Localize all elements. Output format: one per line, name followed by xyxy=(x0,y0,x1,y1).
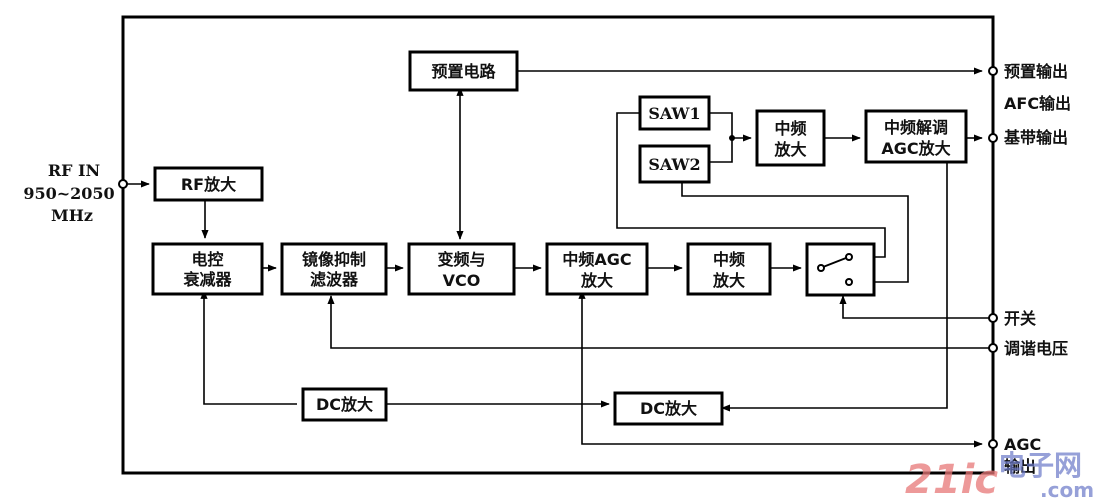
attenuator-block: 电控 衰减器 xyxy=(151,242,264,296)
tuning-voltage-label: 调谐电压 xyxy=(1004,339,1068,358)
if-amp-mid-line2: 放大 xyxy=(712,271,745,290)
attenuator-line1: 电控 xyxy=(191,250,223,269)
image-reject-filter-block: 镜像抑制 滤波器 xyxy=(280,242,388,296)
signal-wires xyxy=(127,67,993,448)
wire-saw-merge xyxy=(709,112,733,163)
if-amp-mid-block: 中频 放大 xyxy=(686,242,772,296)
watermark-logo: 21ic 电子网 .com xyxy=(905,449,1094,500)
baseband-out-terminal xyxy=(988,133,998,143)
agc-out-line1: AGC xyxy=(1004,435,1041,454)
module-outline xyxy=(121,15,995,475)
switch-lever xyxy=(822,257,847,268)
terminals xyxy=(118,66,998,449)
switch-terminal xyxy=(988,313,998,323)
mixer-vco-line2: VCO xyxy=(443,271,481,290)
switch-label: 开关 xyxy=(1004,309,1036,328)
switch-contact-a xyxy=(845,253,853,261)
if-amp-top-line2: 放大 xyxy=(773,140,806,159)
preset-out-terminal xyxy=(988,66,998,76)
wire-switch-saw2 xyxy=(681,182,909,283)
attenuator-line2: 衰减器 xyxy=(182,270,232,289)
saw2-filter-block: SAW2 xyxy=(638,144,711,184)
if-amp-top-line1: 中频 xyxy=(774,119,806,138)
rf-in-line2: 950~2050 xyxy=(23,184,114,203)
rf-amp-label: RF放大 xyxy=(181,175,236,194)
if-agc-line2: 放大 xyxy=(580,271,613,290)
image-filter-line1: 镜像抑制 xyxy=(302,250,366,269)
dc-amp-right-label: DC放大 xyxy=(640,399,697,418)
selector-switch-block xyxy=(805,242,876,297)
wire-switch-control xyxy=(839,295,993,319)
rf-in-terminal xyxy=(118,179,128,189)
watermark-url: .com xyxy=(1040,478,1094,500)
if-demod-line2: AGC放大 xyxy=(881,139,950,158)
watermark-cn: 电子网 xyxy=(998,449,1082,482)
if-amp-mid-line1: 中频 xyxy=(713,250,745,269)
wire-ifagc-agcout xyxy=(578,289,983,448)
rf-in-line1: RF IN xyxy=(48,161,100,180)
saw2-label: SAW2 xyxy=(648,155,700,174)
agc-out-line2: 输出 xyxy=(1004,457,1036,476)
wire-switch-saw1 xyxy=(616,112,886,258)
if-amp-top-block: 中频 放大 xyxy=(755,109,826,167)
preset-out-label: 预置输出 xyxy=(1004,62,1068,81)
rf-in-label: RF IN 950~2050 MHz xyxy=(23,161,114,225)
mixer-vco-line1: 变频与 xyxy=(437,250,485,269)
switch-common-contact xyxy=(817,264,825,272)
if-agc-line1: 中频AGC xyxy=(562,250,631,269)
saw1-label: SAW1 xyxy=(648,104,700,123)
wire-tuning-voltage xyxy=(327,295,993,349)
switch-contact-b xyxy=(845,278,853,286)
afc-out-label: AFC输出 xyxy=(1004,94,1071,113)
dc-amp-left-block: DC放大 xyxy=(301,387,388,422)
baseband-out-label: 基带输出 xyxy=(1003,128,1068,147)
agc-out-terminal xyxy=(988,439,998,449)
saw1-filter-block: SAW1 xyxy=(638,95,711,131)
if-demod-agc-block: 中频解调 AGC放大 xyxy=(864,109,968,164)
image-filter-line2: 滤波器 xyxy=(310,270,359,289)
watermark-21ic: 21ic xyxy=(905,457,998,500)
rf-amp-block: RF放大 xyxy=(153,166,264,202)
preset-circuit-label: 预置电路 xyxy=(431,62,496,81)
dc-amp-right-block: DC放大 xyxy=(613,391,724,426)
mixer-vco-block: 变频与 VCO xyxy=(407,242,516,296)
preset-circuit-block: 预置电路 xyxy=(408,50,519,92)
tuning-voltage-terminal xyxy=(988,343,998,353)
rf-in-line3: MHz xyxy=(51,206,93,225)
wire-attenuator-dcamp xyxy=(200,289,297,405)
if-demod-line1: 中频解调 xyxy=(884,118,948,137)
dc-amp-left-label: DC放大 xyxy=(316,395,373,414)
if-agc-amp-block: 中频AGC 放大 xyxy=(545,242,649,296)
